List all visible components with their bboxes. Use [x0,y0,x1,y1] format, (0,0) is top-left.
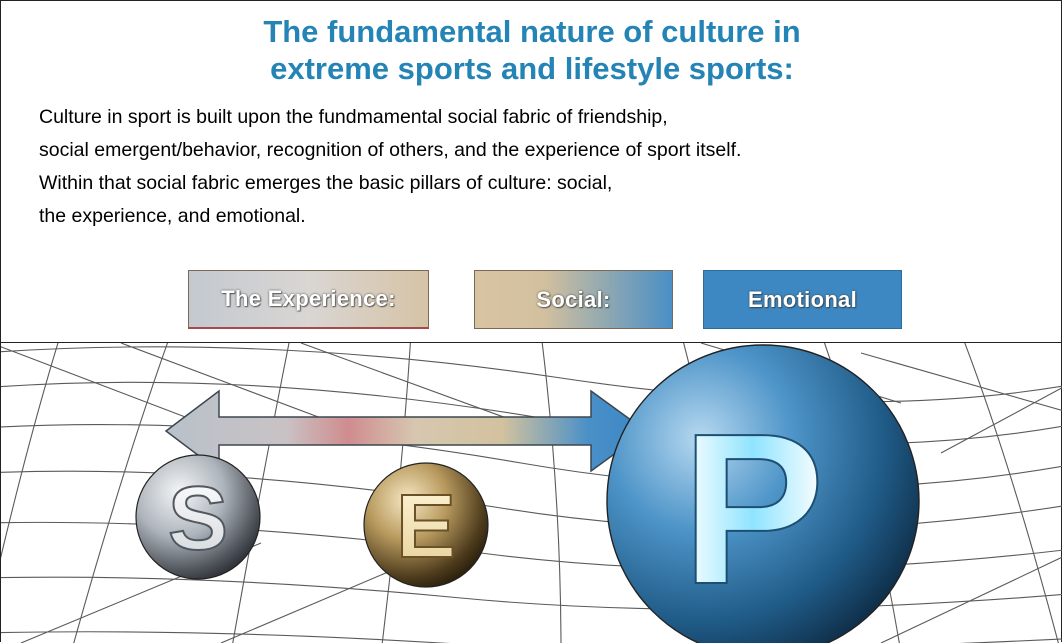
sphere-s-label: S [168,469,228,569]
title-line-2: extreme sports and lifestyle sports: [270,51,794,86]
sphere-s-icon: S [135,454,261,580]
pillar-experience: The Experience: [188,270,429,329]
body-line-3: Within that social fabric emerges the ba… [39,172,613,194]
sep-diagram: S E P [1,343,1062,643]
slide-title: The fundamental nature of culture in ext… [1,13,1062,87]
body-paragraph: Culture in sport is built upon the fundm… [39,101,1059,233]
sphere-p-icon: P [606,344,920,643]
sphere-p-label: P [681,388,824,629]
section-divider [1,342,1062,343]
body-line-2: social emergent/behavior, recognition of… [39,139,742,161]
body-line-4: the experience, and emotional. [39,205,306,227]
title-line-1: The fundamental nature of culture in [263,14,801,49]
sphere-e-label: E [396,477,456,577]
pillar-emotional: Emotional [703,270,902,329]
pillar-social: Social: [474,270,673,329]
sphere-e-icon: E [363,462,489,588]
body-line-1: Culture in sport is built upon the fundm… [39,106,668,128]
